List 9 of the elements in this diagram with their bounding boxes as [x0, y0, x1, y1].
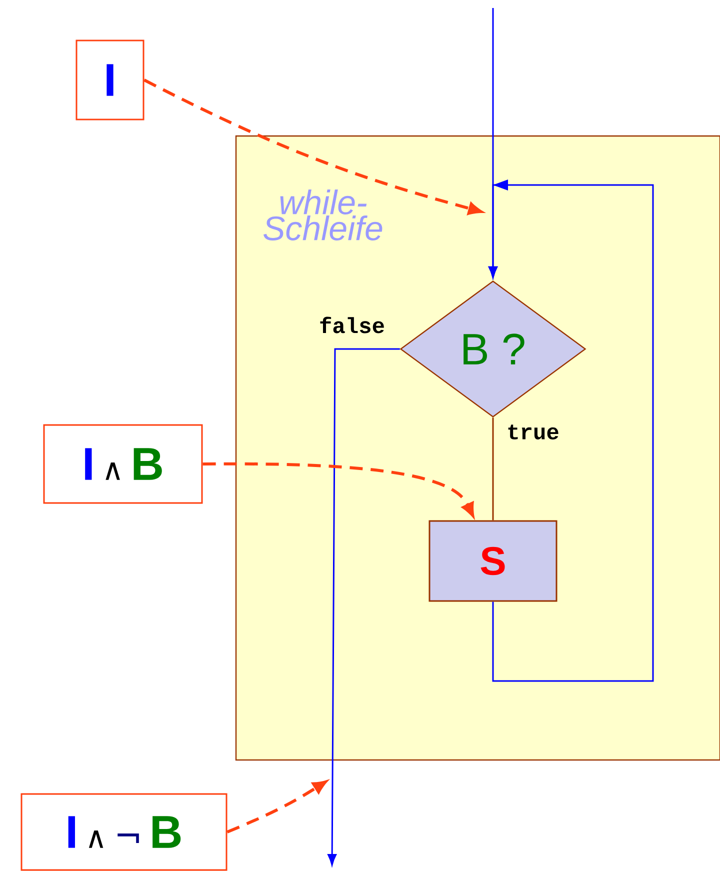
flow-arrow	[328, 348, 400, 866]
flow-line	[492, 418, 494, 520]
assertion-box: I ∧ B	[43, 424, 203, 504]
assertion-box: I ∧ ¬ B	[20, 793, 228, 871]
edge-label: true	[506, 424, 560, 440]
statement-box: S	[428, 520, 558, 602]
assertion-box: I	[76, 40, 144, 120]
loop-arrow	[488, 180, 654, 682]
edge-label: false	[318, 316, 386, 334]
